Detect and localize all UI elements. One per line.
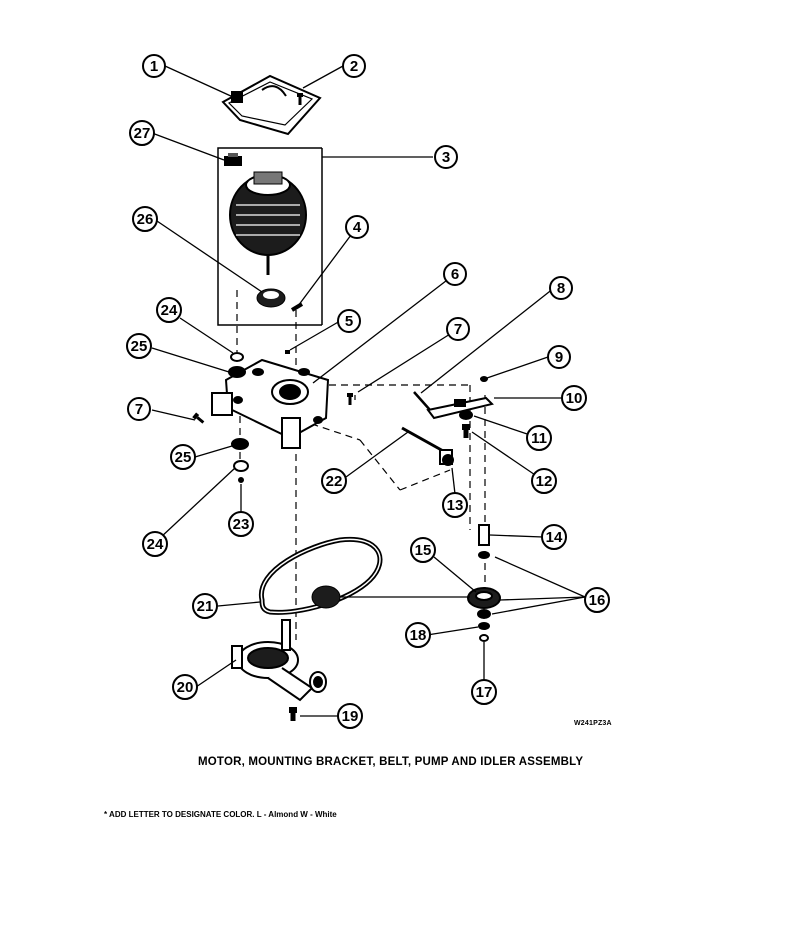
callout-label: 17 [476, 684, 493, 701]
callout-label: 2 [350, 58, 358, 75]
callout-5: 5 [337, 309, 361, 333]
callout-label: 22 [326, 473, 343, 490]
callout-27: 27 [129, 120, 155, 146]
callout-24-lower: 24 [142, 531, 168, 557]
callout-label: 10 [566, 390, 583, 407]
callout-16: 16 [584, 587, 610, 613]
callout-label: 18 [410, 627, 427, 644]
callout-26: 26 [132, 206, 158, 232]
callout-4: 4 [345, 215, 369, 239]
callout-20: 20 [172, 674, 198, 700]
leader-lines [151, 65, 586, 717]
drive-belt [258, 536, 383, 615]
callout-19: 19 [337, 703, 363, 729]
callout-markers: 1 2 3 4 5 6 7 8 9 10 11 12 13 14 15 16 1… [126, 54, 610, 729]
motor-pulley [256, 288, 286, 308]
water-pump [231, 619, 327, 721]
callout-label: 5 [345, 313, 353, 330]
callout-label: 16 [589, 592, 606, 609]
callout-label: 7 [135, 401, 143, 418]
callout-label: 3 [442, 149, 450, 166]
callout-25: 25 [126, 333, 152, 359]
idler-bracket [401, 376, 494, 466]
callout-label: 13 [447, 497, 464, 514]
motor-cover-plate [221, 74, 322, 136]
diagram-title: MOTOR, MOUNTING BRACKET, BELT, PUMP AND … [198, 756, 584, 768]
callout-15: 15 [410, 537, 436, 563]
callout-6: 6 [443, 262, 467, 286]
callout-21: 21 [192, 593, 218, 619]
callout-label: 7 [454, 321, 462, 338]
motor-switch [224, 153, 242, 166]
callout-label: 12 [536, 473, 553, 490]
callout-label: 6 [451, 266, 459, 283]
callout-label: 19 [342, 708, 359, 725]
color-footnote: * ADD LETTER TO DESIGNATE COLOR. L - Alm… [104, 810, 337, 819]
callout-17: 17 [471, 679, 497, 705]
grommets [228, 352, 249, 483]
callout-11: 11 [526, 425, 552, 451]
callout-label: 24 [147, 536, 164, 553]
motor-assembly [217, 147, 323, 326]
pulley-key [290, 302, 304, 312]
callout-12: 12 [531, 468, 557, 494]
callout-label: 14 [546, 529, 563, 546]
callout-7-left: 7 [127, 397, 151, 421]
callout-label: 15 [415, 542, 432, 559]
callout-8: 8 [549, 276, 573, 300]
callout-24: 24 [156, 297, 182, 323]
callout-3: 3 [434, 145, 458, 169]
idler-pulley [467, 524, 501, 642]
callout-label: 21 [197, 598, 214, 615]
callout-7: 7 [446, 317, 470, 341]
callout-label: 26 [137, 211, 154, 228]
callout-25-lower: 25 [170, 444, 196, 470]
callout-label: 9 [555, 349, 563, 366]
callout-label: 25 [175, 449, 192, 466]
callout-14: 14 [541, 524, 567, 550]
callout-10: 10 [561, 385, 587, 411]
callout-label: 24 [161, 302, 178, 319]
callout-label: 8 [557, 280, 565, 297]
callout-9: 9 [547, 345, 571, 369]
drawing-reference-code: W241PZ3A [574, 720, 612, 727]
callout-1: 1 [142, 54, 166, 78]
callout-2: 2 [342, 54, 366, 78]
callout-label: 27 [134, 125, 151, 142]
callout-label: 11 [531, 430, 547, 447]
mounting-bracket [211, 358, 330, 449]
callout-23: 23 [228, 511, 254, 537]
callout-label: 4 [353, 219, 362, 236]
small-nut-5 [285, 350, 290, 354]
callout-label: 23 [233, 516, 250, 533]
callout-22: 22 [321, 468, 347, 494]
callout-13: 13 [442, 492, 468, 518]
callout-18: 18 [405, 622, 431, 648]
callout-label: 20 [177, 679, 194, 696]
callout-label: 25 [131, 338, 148, 355]
callout-label: 1 [150, 58, 158, 75]
